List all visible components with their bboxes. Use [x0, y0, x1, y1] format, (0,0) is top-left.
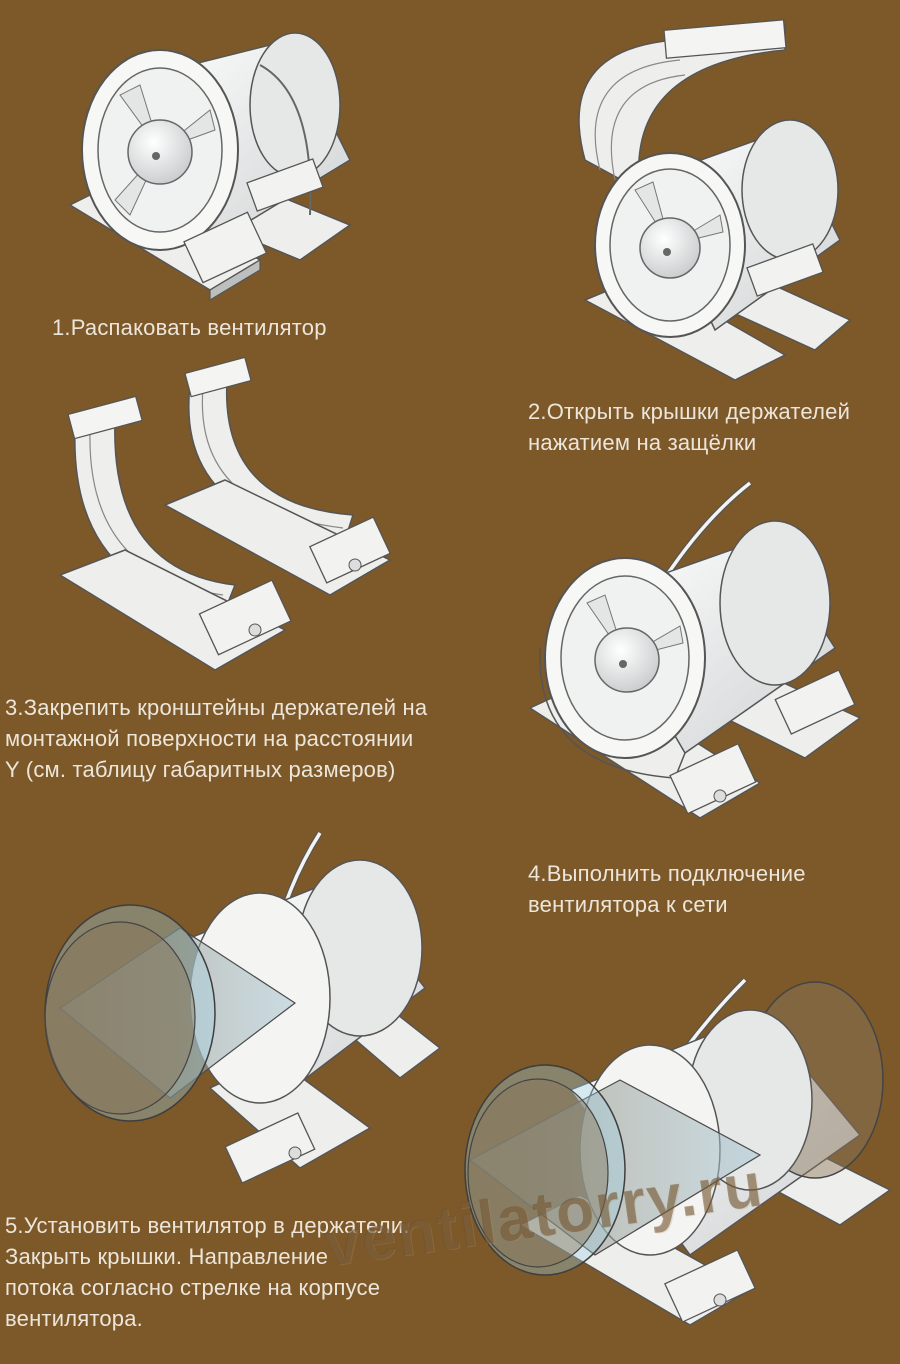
fan-in-duct-icon: [464, 977, 892, 1326]
step-5-label: 5.Установить вентилятор в держатели. Зак…: [5, 1210, 410, 1334]
step-text-line: монтажной поверхности на расстоянии: [5, 726, 414, 751]
step-text-line: нажатием на защёлки: [528, 430, 757, 455]
step-text-line: 4.Выполнить подключение: [528, 861, 806, 886]
holder-brackets-icon: [58, 356, 392, 671]
step-text-line: 5.Установить вентилятор в держатели.: [5, 1213, 410, 1238]
fan-on-holders-icon: [68, 32, 352, 302]
fan-in-duct-icon: [44, 831, 442, 1184]
step-text-line: 1.Распаковать вентилятор: [52, 315, 327, 340]
fan-holders-open-icon: [578, 19, 852, 381]
step-text-line: 2.Открыть крышки держателей: [528, 399, 851, 424]
fan-wired-icon: [528, 480, 862, 819]
step-1-label: 1.Распаковать вентилятор: [52, 312, 327, 343]
step-3-label: 3.Закрепить кронштейны держателей на мон…: [5, 692, 427, 785]
step-text-line: вентилятора.: [5, 1306, 143, 1331]
step-text-line: потока согласно стрелке на корпусе: [5, 1275, 381, 1300]
step-text-line: Y (см. таблицу габаритных размеров): [5, 757, 396, 782]
step-4-label: 4.Выполнить подключение вентилятора к се…: [528, 858, 806, 920]
step-text-line: Закрыть крышки. Направление: [5, 1244, 329, 1269]
step-2-label: 2.Открыть крышки держателей нажатием на …: [528, 396, 850, 458]
step-text-line: вентилятора к сети: [528, 892, 728, 917]
step-text-line: 3.Закрепить кронштейны держателей на: [5, 695, 428, 720]
